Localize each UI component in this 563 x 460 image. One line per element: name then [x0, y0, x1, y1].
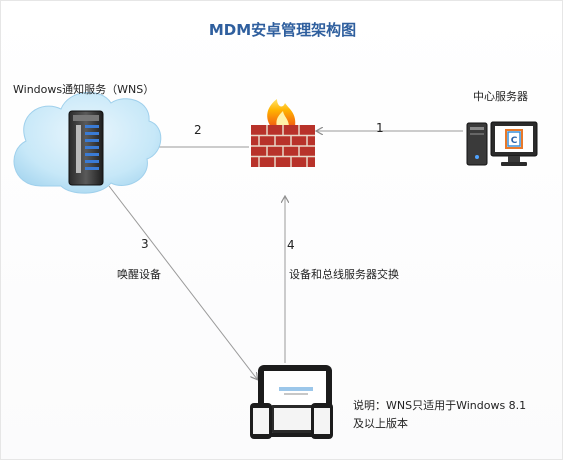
- edge-4-desc: 设备和总线服务器交换: [289, 268, 399, 281]
- wns-label: Windows通知服务（WNS）: [13, 83, 155, 96]
- svg-text:C: C: [511, 136, 518, 146]
- center-server-label: 中心服务器: [473, 90, 528, 103]
- center-server-icon: C: [466, 121, 538, 166]
- edge-2-label: 2: [194, 123, 202, 137]
- diagram-title: MDM安卓管理架构图: [208, 21, 357, 39]
- wns-server-icon: [68, 110, 104, 186]
- edge-4-label: 4: [287, 238, 295, 252]
- edge-3-desc: 唤醒设备: [117, 268, 161, 281]
- note-line-1: 说明：WNS只适用于Windows 8.1: [353, 399, 527, 412]
- note-line-2: 及以上版本: [353, 417, 408, 430]
- edge-3-label: 3: [141, 237, 149, 251]
- edge-3-arrow: [108, 185, 257, 379]
- firewall-icon: [251, 99, 315, 167]
- mobile-devices-icon: [250, 365, 333, 439]
- edge-1-label: 1: [376, 121, 384, 135]
